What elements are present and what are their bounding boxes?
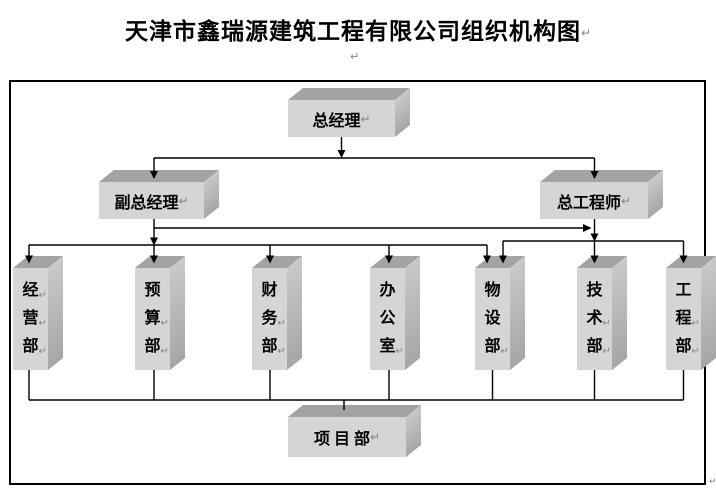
node-label: 项 目 部 <box>313 431 370 448</box>
paragraph-mark: ↵ <box>709 477 716 487</box>
dept-char-text: 部 <box>484 338 501 355</box>
node-label: 副总经理 <box>114 194 179 212</box>
dept-char-text: 务 <box>261 310 278 327</box>
dept-char-text: 部 <box>144 338 161 355</box>
dept-box-business[interactable]: 经↵ 营↵ 部↵ <box>13 268 48 370</box>
node-chief-engineer[interactable]: 总工程师↵ <box>540 182 648 219</box>
dept-char: 务↵ <box>261 310 285 329</box>
paragraph-mark: ↵ <box>620 193 632 208</box>
paragraph-mark: ↵ <box>38 318 47 329</box>
dept-char-text: 设 <box>484 310 501 327</box>
dept-char: 部↵ <box>144 338 168 357</box>
dept-char: 办 <box>379 282 395 300</box>
dept-char: 公 <box>379 310 395 328</box>
dept-box-office[interactable]: 办 公 室↵ <box>370 268 405 370</box>
dept-char: 部↵ <box>586 338 610 357</box>
dept-char-text: 公 <box>379 310 396 327</box>
paragraph-mark: ↵ <box>691 318 700 329</box>
dept-char: 程↵ <box>675 310 699 329</box>
dept-char: 部↵ <box>484 338 508 357</box>
node-general-manager[interactable]: 总经理↵ <box>288 100 395 137</box>
dept-char-text: 部 <box>675 338 692 355</box>
dept-char: 物 <box>484 282 500 300</box>
paragraph-mark: ↵ <box>395 346 404 357</box>
dept-char: 部↵ <box>22 338 46 357</box>
dept-char-text: 工 <box>675 282 692 299</box>
dept-char-text: 算 <box>144 310 161 327</box>
dept-char-text: 经 <box>22 282 39 299</box>
paragraph-mark: ↵ <box>160 318 169 329</box>
paragraph-mark: ↵ <box>178 193 189 208</box>
dept-box-budget[interactable]: 预 算↵ 部↵ <box>135 268 170 370</box>
dept-char: 部↵ <box>675 338 699 357</box>
dept-char-text: 部 <box>22 338 39 355</box>
dept-char-text: 部 <box>261 338 278 355</box>
dept-char: 部↵ <box>261 338 285 357</box>
node-label: 总经理 <box>312 112 361 130</box>
dept-char: 财 <box>261 282 277 300</box>
paragraph-mark: ↵ <box>602 318 611 329</box>
paragraph-mark: ↵ <box>691 346 700 357</box>
dept-box-materials[interactable]: 物 设 部↵ <box>475 268 510 370</box>
dept-char-text: 术 <box>586 310 603 327</box>
node-deputy-general-manager[interactable]: 副总经理↵ <box>99 182 204 219</box>
dept-char: 算↵ <box>144 310 168 329</box>
dept-box-engineering[interactable]: 工 程↵ 部↵ <box>666 268 701 370</box>
dept-char-text: 技 <box>586 282 603 299</box>
dept-char-text: 财 <box>261 282 278 299</box>
node-label: 总工程师 <box>556 194 621 212</box>
paragraph-mark: ↵ <box>38 346 47 357</box>
node-project-department[interactable]: 项 目 部↵ <box>288 417 406 457</box>
title-text: 天津市鑫瑞源建筑工程有限公司组织机构图 <box>124 19 581 44</box>
paragraph-mark: ↵ <box>38 290 47 301</box>
paragraph-mark: ↵ <box>369 430 381 444</box>
dept-char: 技 <box>586 282 602 300</box>
dept-char-text: 办 <box>379 282 396 299</box>
dept-box-technology[interactable]: 技 术↵ 部↵ <box>577 268 612 370</box>
dept-char: 工 <box>675 282 691 300</box>
dept-char: 营↵ <box>22 310 46 329</box>
page-title: 天津市鑫瑞源建筑工程有限公司组织机构图↵ <box>0 12 716 46</box>
dept-char: 预 <box>144 282 160 300</box>
dept-char: 经↵ <box>22 282 46 301</box>
dept-char-text: 营 <box>22 310 39 327</box>
paragraph-mark: ↵ <box>277 318 286 329</box>
paragraph-mark: ↵ <box>602 346 611 357</box>
dept-char: 设 <box>484 310 500 328</box>
dept-char-text: 室 <box>379 338 396 355</box>
dept-char-text: 预 <box>144 282 161 299</box>
dept-char-text: 部 <box>586 338 603 355</box>
paragraph-mark: ↵ <box>277 346 286 357</box>
paragraph-mark: ↵ <box>350 50 360 63</box>
dept-box-finance[interactable]: 财 务↵ 部↵ <box>252 268 287 370</box>
paragraph-mark: ↵ <box>580 26 592 40</box>
dept-char-text: 程 <box>675 310 692 327</box>
dept-char: 术↵ <box>586 310 610 329</box>
dept-char: 室↵ <box>379 338 403 357</box>
paragraph-mark: ↵ <box>160 346 169 357</box>
paragraph-mark: ↵ <box>500 346 509 357</box>
paragraph-mark: ↵ <box>360 111 371 126</box>
dept-char-text: 物 <box>484 282 501 299</box>
